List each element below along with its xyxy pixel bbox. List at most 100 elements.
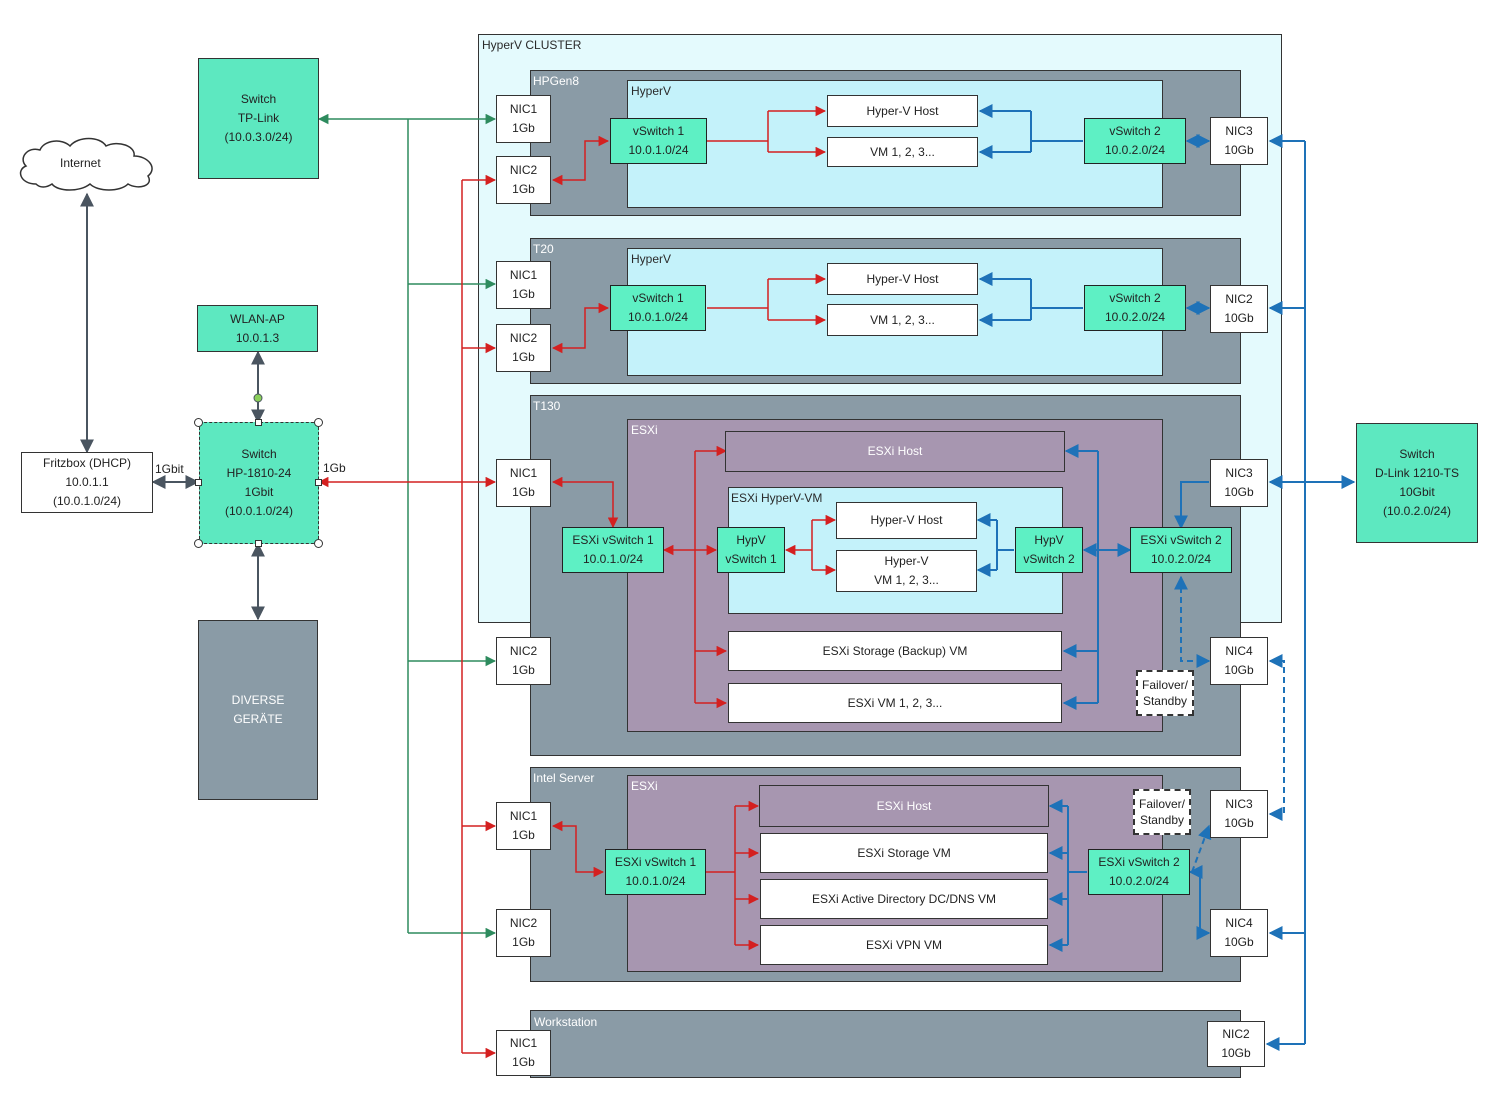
resize-handle[interactable] bbox=[194, 418, 203, 427]
link-label-1gbit: 1Gbit bbox=[155, 462, 184, 476]
vswitch-name: ESXi vSwitch 1 bbox=[614, 855, 697, 869]
vms-line1: Hyper-V bbox=[884, 554, 929, 568]
hpgen8-nic3[interactable]: NIC3 10Gb bbox=[1210, 117, 1268, 165]
t20-hyperv-host[interactable]: Hyper-V Host bbox=[827, 263, 978, 295]
intel-nic1[interactable]: NIC1 1Gb bbox=[496, 802, 551, 850]
wlan-ap[interactable]: WLAN-AP 10.0.1.3 bbox=[197, 305, 318, 352]
hpgen8-vms[interactable]: VM 1, 2, 3... bbox=[827, 137, 978, 167]
intel-ad-vm[interactable]: ESXi Active Directory DC/DNS VM bbox=[760, 879, 1048, 919]
t130-esxi-host[interactable]: ESXi Host bbox=[725, 431, 1065, 472]
fritzbox-net: (10.0.1.0/24) bbox=[52, 494, 122, 508]
t130-hyperv-vms[interactable]: Hyper-V VM 1, 2, 3... bbox=[836, 550, 977, 592]
nic-speed: 1Gb bbox=[512, 121, 535, 135]
switch-dlink-l2: D-Link 1210-TS bbox=[1374, 466, 1460, 480]
red-links bbox=[317, 105, 837, 1059]
switch-dlink-l3: 10Gbit bbox=[1399, 485, 1435, 499]
t20-vswitch1[interactable]: vSwitch 1 10.0.1.0/24 bbox=[610, 285, 706, 331]
host-label: Hyper-V Host bbox=[866, 103, 939, 118]
vswitch-name: ESXi vSwitch 2 bbox=[1098, 855, 1180, 869]
resize-handle[interactable] bbox=[314, 539, 323, 548]
resize-handle[interactable] bbox=[194, 539, 203, 548]
nic-name: NIC2 bbox=[509, 331, 538, 345]
nic-speed: 10Gb bbox=[1221, 1046, 1251, 1060]
t130-nic4[interactable]: NIC4 10Gb bbox=[1210, 637, 1268, 685]
intel-nic4[interactable]: NIC4 10Gb bbox=[1210, 909, 1268, 957]
nic-speed: 1Gb bbox=[512, 485, 535, 499]
workstation-nic1[interactable]: NIC1 1Gb bbox=[496, 1030, 551, 1076]
diverse-l1: DIVERSE bbox=[231, 693, 285, 707]
t20-nic2[interactable]: NIC2 1Gb bbox=[496, 324, 551, 372]
nic-name: NIC2 bbox=[509, 916, 538, 930]
resize-handle[interactable] bbox=[315, 479, 322, 486]
workstation-nic2[interactable]: NIC2 10Gb bbox=[1207, 1021, 1265, 1067]
nic-speed: 1Gb bbox=[512, 828, 535, 842]
t130-nic2[interactable]: NIC2 1Gb bbox=[496, 637, 551, 685]
t130-hyperv-host[interactable]: Hyper-V Host bbox=[836, 502, 977, 539]
vswitch-name: ESXi vSwitch 2 bbox=[1140, 533, 1222, 547]
resize-handle[interactable] bbox=[195, 479, 202, 486]
nic-speed: 1Gb bbox=[512, 287, 535, 301]
host-label: Hyper-V Host bbox=[870, 513, 943, 527]
t20-vswitch2[interactable]: vSwitch 2 10.0.2.0/24 bbox=[1084, 285, 1186, 331]
vswitch-net: 10.0.2.0/24 bbox=[1150, 552, 1212, 566]
intel-nic2[interactable]: NIC2 1Gb bbox=[496, 909, 551, 957]
nic-name: NIC1 bbox=[509, 466, 538, 480]
vswitch-name: ESXi vSwitch 1 bbox=[572, 533, 654, 547]
nic-name: NIC2 bbox=[509, 163, 538, 177]
intel-vpn-vm[interactable]: ESXi VPN VM bbox=[760, 925, 1048, 965]
t130-esxi-vms[interactable]: ESXi VM 1, 2, 3... bbox=[728, 683, 1062, 723]
t20-nic-10gb[interactable]: NIC2 10Gb bbox=[1210, 285, 1268, 333]
t130-storage-vm[interactable]: ESXi Storage (Backup) VM bbox=[728, 631, 1062, 671]
t20-nic1[interactable]: NIC1 1Gb bbox=[496, 261, 551, 309]
t130-hyperv-vm-title: ESXi HyperV-VM bbox=[731, 491, 823, 505]
resize-handle[interactable] bbox=[314, 418, 323, 427]
hpgen8-nic1[interactable]: NIC1 1Gb bbox=[496, 95, 551, 143]
nic-speed: 10Gb bbox=[1224, 485, 1254, 499]
wlan-ap-ip: 10.0.1.3 bbox=[235, 330, 280, 345]
vswitch-net: 10.0.1.0/24 bbox=[627, 310, 689, 324]
switch-hp-l4: (10.0.1.0/24) bbox=[224, 504, 294, 518]
switch-hp[interactable]: Switch HP-1810-24 1Gbit (10.0.1.0/24) bbox=[199, 422, 319, 544]
intel-esxi-vswitch1[interactable]: ESXi vSwitch 1 10.0.1.0/24 bbox=[605, 849, 706, 895]
resize-handle[interactable] bbox=[255, 540, 262, 547]
switch-tplink-l2: TP-Link bbox=[237, 111, 280, 125]
fritzbox[interactable]: Fritzbox (DHCP) 10.0.1.1 (10.0.1.0/24) bbox=[21, 452, 153, 513]
intel-esxi-host[interactable]: ESXi Host bbox=[759, 785, 1049, 827]
ad-label: ESXi Active Directory DC/DNS VM bbox=[811, 891, 997, 906]
t130-hypv-vswitch2[interactable]: HypV vSwitch 2 bbox=[1015, 527, 1083, 573]
nic-speed: 1Gb bbox=[512, 1055, 535, 1069]
nic-name: NIC4 bbox=[1225, 916, 1253, 930]
switch-tplink[interactable]: Switch TP-Link (10.0.3.0/24) bbox=[198, 58, 319, 179]
hpgen8-nic2[interactable]: NIC2 1Gb bbox=[496, 156, 551, 204]
switch-hp-l1: Switch bbox=[241, 447, 277, 461]
hpgen8-vswitch2[interactable]: vSwitch 2 10.0.2.0/24 bbox=[1084, 118, 1186, 164]
hpgen8-vswitch1[interactable]: vSwitch 1 10.0.1.0/24 bbox=[610, 118, 707, 164]
hpgen8-hyperv-host[interactable]: Hyper-V Host bbox=[827, 95, 978, 127]
nic-speed: 10Gb bbox=[1224, 143, 1254, 157]
t130-esxi-vswitch1[interactable]: ESXi vSwitch 1 10.0.1.0/24 bbox=[562, 527, 664, 573]
internet-label: Internet bbox=[60, 156, 101, 170]
resize-handle[interactable] bbox=[255, 419, 262, 426]
green-links bbox=[317, 113, 497, 939]
switch-tplink-l3: (10.0.3.0/24) bbox=[224, 130, 293, 144]
intel-storage-vm[interactable]: ESXi Storage VM bbox=[760, 833, 1048, 873]
nic-name: NIC1 bbox=[509, 1036, 538, 1050]
nic-speed: 10Gb bbox=[1224, 816, 1254, 830]
intel-nic3[interactable]: NIC3 10Gb bbox=[1210, 790, 1268, 838]
t130-esxi-vswitch2[interactable]: ESXi vSwitch 2 10.0.2.0/24 bbox=[1130, 527, 1232, 573]
t130-hypv-vswitch1[interactable]: HypV vSwitch 1 bbox=[717, 527, 785, 573]
diverse-devices[interactable]: DIVERSE GERÄTE bbox=[198, 620, 318, 800]
t130-nic1[interactable]: NIC1 1Gb bbox=[496, 459, 551, 507]
cloud-icon bbox=[19, 137, 153, 191]
switch-dlink[interactable]: Switch D-Link 1210-TS 10Gbit (10.0.2.0/2… bbox=[1356, 423, 1478, 543]
switch-dlink-l4: (10.0.2.0/24) bbox=[1382, 504, 1452, 518]
nic-speed: 1Gb bbox=[512, 182, 535, 196]
vms-label: VM 1, 2, 3... bbox=[870, 144, 935, 159]
failover-l1: Failover/ bbox=[1141, 678, 1188, 692]
vswitch-name: vSwitch 1 bbox=[632, 291, 684, 305]
t20-hyperv-title: HyperV bbox=[631, 252, 672, 266]
t130-nic3[interactable]: NIC3 10Gb bbox=[1210, 459, 1268, 507]
intel-esxi-vswitch2[interactable]: ESXi vSwitch 2 10.0.2.0/24 bbox=[1088, 849, 1190, 895]
t20-vms[interactable]: VM 1, 2, 3... bbox=[827, 304, 978, 336]
nic-speed: 1Gb bbox=[512, 935, 535, 949]
